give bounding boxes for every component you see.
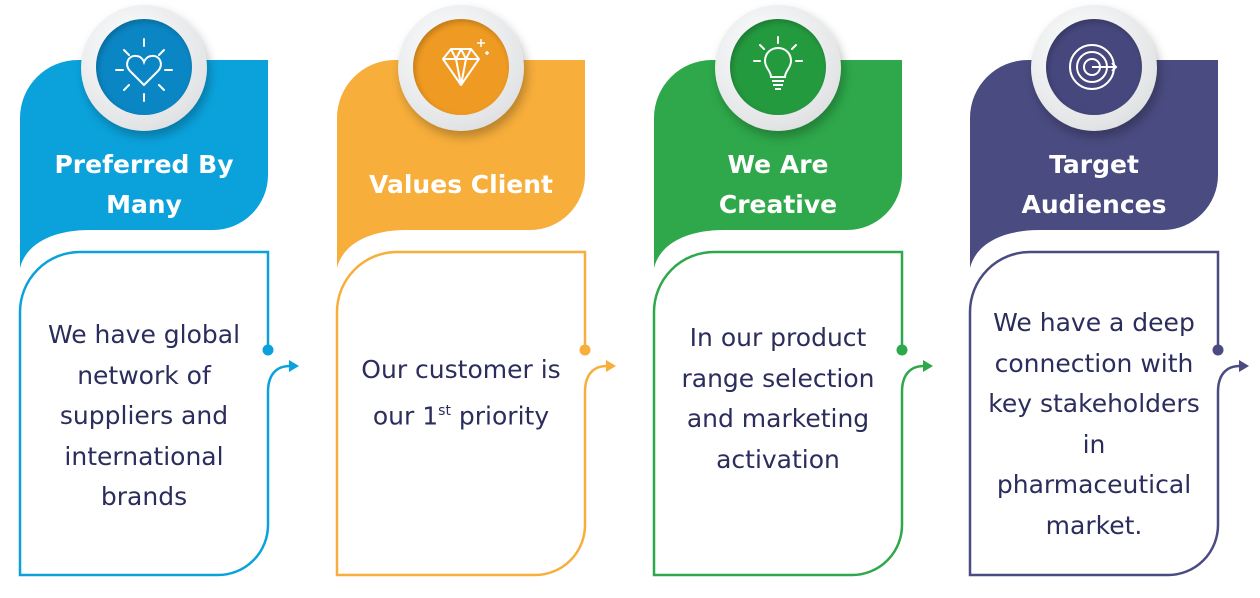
title-line: Target — [1049, 150, 1139, 179]
title-line: Preferred By — [54, 150, 234, 179]
card-frame — [335, 60, 616, 577]
connector-dot — [896, 344, 908, 356]
diamond-icon — [442, 39, 489, 86]
body-outline — [968, 250, 1241, 577]
card-frame — [652, 60, 933, 577]
icon-badge — [1031, 5, 1157, 131]
description-line: market. — [1045, 510, 1143, 540]
description-line: pharmaceutical — [996, 470, 1192, 499]
body-outline — [335, 250, 608, 577]
body-outline — [18, 250, 291, 577]
arrow-head-icon — [289, 360, 299, 372]
header-panel — [20, 60, 268, 268]
icon-badge — [81, 5, 207, 131]
connector-dot — [1212, 344, 1224, 356]
description-line: key stakeholders in — [988, 389, 1200, 459]
description-line: We have a deep — [993, 308, 1195, 337]
description-line: connection with — [994, 348, 1194, 378]
description-line: our 1st priority — [343, 391, 579, 437]
description-line: suppliers and — [59, 401, 229, 430]
card-frame — [18, 60, 299, 577]
arrow-head-icon — [1239, 360, 1249, 372]
arrow-head-icon — [923, 360, 933, 372]
superscript: st — [438, 402, 451, 419]
target-icon — [1069, 44, 1118, 90]
description-line: We have global — [47, 320, 241, 349]
card-description: We have global network of suppliers and int… — [26, 315, 262, 518]
card-description: We have a deep connection with key stakeho… — [976, 303, 1212, 546]
arrow-head-icon — [606, 360, 616, 372]
connector-dot — [262, 344, 274, 356]
lightbulb-icon — [753, 36, 803, 90]
icon-badge — [398, 5, 524, 131]
description-line: and marketing — [686, 404, 870, 433]
body-outline — [652, 250, 925, 577]
title-line: Many — [106, 190, 182, 219]
title-line: We Are — [727, 150, 829, 179]
header-panel — [970, 60, 1218, 268]
title-line: Creative — [718, 190, 838, 219]
description-line: brands — [100, 482, 188, 511]
icon-badge — [715, 5, 841, 131]
description-line: In our product — [689, 323, 867, 352]
header-panel — [337, 60, 585, 268]
text: our 1 — [372, 400, 439, 430]
card-frame — [968, 60, 1249, 577]
description-line: activation — [716, 444, 840, 474]
connector-dot — [579, 344, 591, 356]
card-description: Our customer is our 1st priority — [343, 350, 579, 436]
text: priority — [450, 400, 550, 430]
title-line: Audiences — [1021, 190, 1167, 219]
card-values-client: Values Client Our customer is our 1st pri… — [317, 0, 627, 598]
description-line: international — [64, 441, 224, 471]
header-panel — [654, 60, 902, 268]
card-description: In our product range selection and marketi… — [660, 318, 896, 480]
card-title: Values Client — [337, 140, 585, 230]
description-line: range selection — [681, 363, 875, 393]
title-line: Values Client — [369, 170, 553, 199]
card-title: Preferred By Many — [20, 140, 268, 230]
description-line: Our customer is — [361, 355, 561, 384]
heart-shine-icon — [115, 38, 173, 102]
description-line: network of — [77, 360, 211, 390]
card-preferred-by-many: Preferred By Many We have global network o… — [0, 0, 310, 598]
